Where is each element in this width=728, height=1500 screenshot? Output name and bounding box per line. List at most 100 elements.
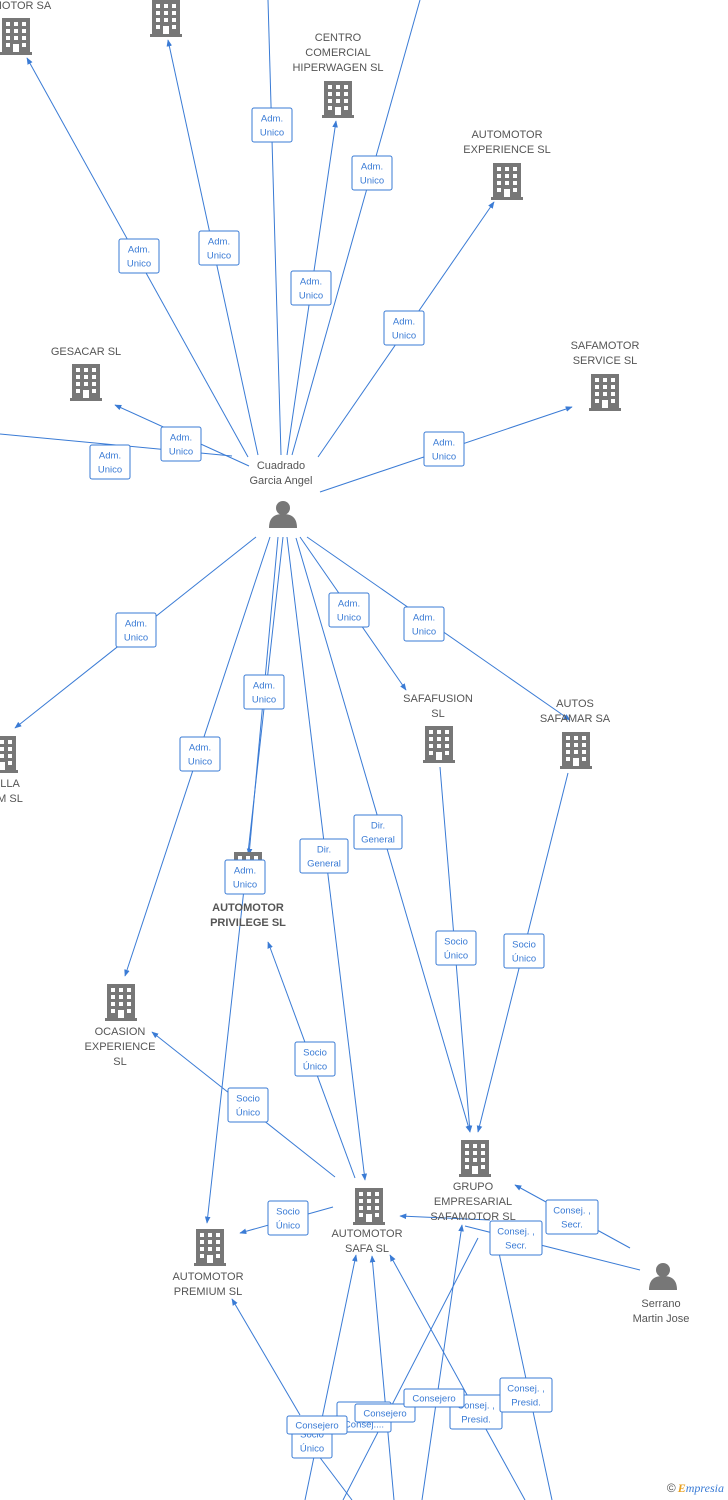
watermark: ©Empresia bbox=[667, 1481, 724, 1496]
edge-31 bbox=[389, 1254, 526, 1500]
relation-label-29[interactable]: Consejero bbox=[354, 1403, 416, 1423]
node-label-line: Martin Jose bbox=[633, 1313, 690, 1325]
relation-box bbox=[290, 270, 332, 306]
relation-text: Socio bbox=[444, 937, 468, 948]
relation-label-4[interactable]: Adm.Unico bbox=[290, 270, 332, 306]
relation-label-30[interactable]: Consejero bbox=[403, 1388, 465, 1408]
relation-text: Unico bbox=[233, 880, 257, 891]
relation-box bbox=[499, 1377, 553, 1413]
relation-label-16[interactable]: Dir.General bbox=[353, 814, 403, 850]
relation-text: Consej. , bbox=[553, 1206, 591, 1217]
relation-label-9[interactable]: Adm.Unico bbox=[115, 612, 157, 648]
relation-text: Dir. bbox=[371, 821, 385, 832]
brand-name: Empresia bbox=[677, 1481, 724, 1495]
node-label-line: M SL bbox=[0, 793, 23, 805]
relation-box bbox=[267, 1200, 309, 1236]
edges-layer bbox=[0, 0, 641, 1500]
relation-text: Secr. bbox=[505, 1241, 527, 1252]
company-gesacar[interactable]: GESACAR SL bbox=[51, 346, 121, 401]
building-icon bbox=[322, 81, 354, 118]
relation-box bbox=[351, 155, 393, 191]
relation-text: General bbox=[307, 859, 341, 870]
relation-label-25[interactable]: Consej. ,Presid. bbox=[499, 1377, 553, 1413]
building-icon bbox=[459, 1140, 491, 1177]
node-label-line: COMERCIAL bbox=[305, 47, 370, 59]
relation-box bbox=[118, 238, 160, 274]
relation-box bbox=[160, 426, 202, 462]
relation-label-8[interactable]: Adm.Unico bbox=[423, 431, 465, 467]
relation-text: Unico bbox=[412, 627, 436, 638]
node-label-line: SL bbox=[113, 1056, 126, 1068]
copyright-symbol: © bbox=[666, 1481, 676, 1495]
relation-box bbox=[286, 1415, 348, 1435]
relation-label-6[interactable]: Adm.Unico bbox=[160, 426, 202, 462]
relation-text: Socio bbox=[236, 1094, 260, 1105]
relation-text: Consejero bbox=[412, 1394, 455, 1405]
relation-label-5[interactable]: Adm.Unico bbox=[383, 310, 425, 346]
relation-label-15[interactable]: Dir.General bbox=[299, 838, 349, 874]
relation-text: Unico bbox=[207, 251, 231, 262]
relation-text: Adm. bbox=[393, 317, 415, 328]
relation-label-1[interactable]: Adm. Unico bbox=[198, 230, 240, 266]
relation-label-7[interactable]: Adm.Unico bbox=[89, 444, 131, 480]
person-icon bbox=[269, 501, 297, 528]
relation-label-0[interactable]: Adm.Unico bbox=[118, 238, 160, 274]
edge-30 bbox=[317, 1454, 353, 1500]
relation-label-3[interactable]: Adm.Unico bbox=[351, 155, 393, 191]
relation-box bbox=[243, 674, 285, 710]
relation-box bbox=[423, 431, 465, 467]
relation-box bbox=[489, 1220, 543, 1256]
relation-label-10[interactable]: Adm.Unico bbox=[328, 592, 370, 628]
company-automotor-sa[interactable]: MOTOR SA bbox=[0, 0, 52, 55]
relation-label-12[interactable]: Adm.Unico bbox=[243, 674, 285, 710]
relation-text: Adm. bbox=[413, 613, 435, 624]
node-label-line: EMPRESARIAL bbox=[434, 1196, 512, 1208]
relation-text: Unico bbox=[260, 128, 284, 139]
relation-label-2[interactable]: Adm. Unico bbox=[251, 107, 293, 143]
relation-text: Consejero bbox=[363, 1409, 406, 1420]
edge-26 bbox=[304, 1254, 358, 1500]
relation-box bbox=[198, 230, 240, 266]
node-label-line: SAFAMAR SA bbox=[540, 713, 611, 725]
relation-label-23[interactable]: Consej. ,Secr. bbox=[489, 1220, 543, 1256]
relation-label-11[interactable]: Adm. Unico bbox=[403, 606, 445, 642]
relation-label-28[interactable]: Consejero bbox=[286, 1415, 348, 1435]
node-label-line: EXPERIENCE bbox=[85, 1041, 156, 1053]
building-icon bbox=[194, 1229, 226, 1266]
relation-label-22[interactable]: Consej. ,Secr. bbox=[545, 1199, 599, 1235]
relation-text: Único bbox=[276, 1221, 300, 1232]
relation-text: Adm. bbox=[261, 114, 283, 125]
relation-text: Unico bbox=[188, 757, 212, 768]
relation-label-14[interactable]: Adm.Unico bbox=[224, 859, 266, 895]
relation-text: Adm. bbox=[208, 237, 230, 248]
relation-text: Adm. bbox=[338, 599, 360, 610]
relation-box bbox=[353, 814, 403, 850]
relation-label-13[interactable]: Adm. Unico bbox=[179, 736, 221, 772]
relation-text: Adm. bbox=[189, 743, 211, 754]
relation-text: Presid. bbox=[461, 1415, 491, 1426]
relation-box bbox=[115, 612, 157, 648]
relation-box bbox=[299, 838, 349, 874]
relation-text: Unico bbox=[360, 176, 384, 187]
company-top[interactable] bbox=[150, 0, 182, 37]
relation-box bbox=[89, 444, 131, 480]
